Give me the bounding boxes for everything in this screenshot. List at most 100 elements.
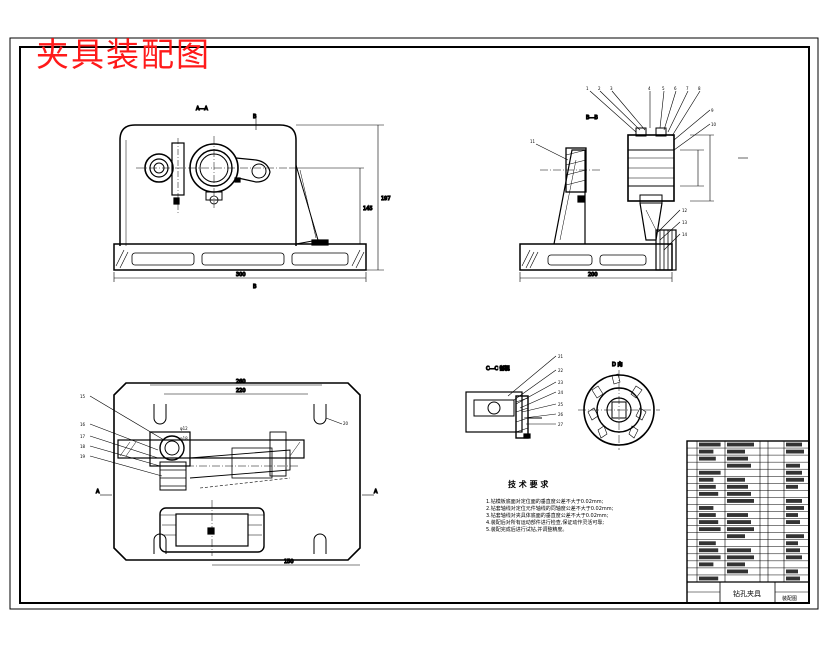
front-view: A—A B	[113, 105, 391, 291]
drawing-title: 夹具装配图	[36, 35, 211, 74]
tech-requirements-heading: 技 术 要 求	[508, 479, 549, 489]
tech-item-1: 1.钻模板底面对定位面的垂直度公差不大于0.02mm;	[486, 498, 604, 505]
bom-cell-marking	[727, 562, 745, 567]
bom-cell-marking	[786, 470, 802, 475]
svg-text:10: 10	[711, 122, 717, 127]
parts-list: 钻孔夹具 装配图	[686, 440, 810, 604]
bom-cell-marking	[699, 484, 716, 489]
bom-cell-marking	[699, 562, 714, 567]
tech-item-4: 4.装配后对所有运动部件进行检查,保证动作灵活可靠;	[486, 519, 604, 526]
bom-cell-marking	[727, 456, 748, 461]
bom-cell-marking	[786, 442, 802, 447]
front-view-mark: B	[253, 114, 257, 120]
bom-cell-marking	[786, 484, 798, 489]
detail-view-label: D 向	[612, 361, 622, 368]
svg-text:6: 6	[674, 86, 677, 91]
svg-text:22: 22	[558, 368, 564, 373]
plan-width-inner-dim: 220	[236, 388, 246, 394]
svg-text:21: 21	[558, 354, 564, 359]
bom-cell-marking	[727, 449, 745, 454]
svg-text:3: 3	[610, 86, 613, 91]
bom-cell-marking	[699, 576, 719, 581]
bom-cell-marking	[727, 513, 748, 517]
inner-border	[19, 46, 810, 604]
bom-cell-marking	[699, 442, 721, 447]
bom-cell-marking	[727, 463, 751, 468]
svg-text:7: 7	[686, 86, 689, 91]
bom-cell-marking	[699, 477, 714, 482]
svg-text:φ18: φ18	[180, 436, 188, 441]
svg-text:11: 11	[530, 139, 536, 144]
bom-cell-marking	[786, 548, 800, 553]
svg-text:2: 2	[598, 86, 601, 91]
svg-text:15: 15	[80, 394, 86, 399]
svg-text:13: 13	[682, 220, 688, 225]
bom-cell-marking	[786, 520, 800, 524]
detail-view-d: D 向	[578, 360, 660, 450]
title-block-code: 装配图	[782, 595, 797, 602]
tech-item-5: 5.装配完成后进行试钻,并调整精度。	[486, 526, 567, 533]
svg-text:14: 14	[682, 232, 688, 237]
outer-border	[9, 37, 819, 610]
title-block-name: 钻孔夹具	[733, 589, 761, 598]
bom-cell-marking	[699, 555, 721, 560]
bom-cell-marking	[727, 569, 748, 574]
front-width-dim: 300	[236, 272, 246, 278]
bom-cell-marking	[699, 541, 716, 546]
bom-cell-marking	[727, 527, 754, 532]
svg-text:24: 24	[558, 390, 564, 395]
svg-text:18: 18	[80, 444, 86, 449]
bom-cell-marking	[699, 548, 719, 553]
plan-width-top-dim: 260	[236, 379, 246, 385]
bom-cell-marking	[727, 477, 745, 482]
svg-text:19: 19	[80, 454, 86, 459]
bom-cell-marking	[727, 548, 751, 553]
bom-cell-marking	[786, 499, 802, 503]
bom-cell-marking	[727, 491, 751, 496]
bom-cell-marking	[786, 477, 804, 482]
svg-text:1: 1	[586, 86, 589, 91]
bom-cell-marking	[786, 506, 804, 510]
bom-cell-marking	[699, 513, 716, 517]
bom-cell-marking	[786, 576, 800, 581]
side-width-dim: 200	[588, 272, 598, 278]
svg-text:25: 25	[558, 402, 564, 407]
bom-cell-marking	[786, 449, 804, 454]
tech-item-3: 3.钻套轴线对夹具体底面的垂直度公差不大于0.02mm;	[486, 512, 609, 519]
side-view: B—B	[519, 86, 748, 282]
svg-text:17: 17	[80, 434, 86, 439]
svg-text:9: 9	[711, 108, 714, 113]
bom-cell-marking	[699, 506, 714, 510]
svg-text:8: 8	[698, 86, 701, 91]
front-center-dim: 145	[363, 206, 373, 212]
bom-cell-marking	[786, 463, 800, 468]
svg-text:5: 5	[662, 86, 665, 91]
bom-cell-marking	[727, 520, 751, 524]
bom-cell-marking	[699, 527, 721, 532]
front-view-mark-bottom: B	[253, 284, 257, 290]
bom-cell-marking	[699, 520, 719, 524]
bom-cell-marking	[727, 442, 754, 447]
svg-text:A: A	[96, 489, 100, 495]
bom-cell-marking	[727, 534, 745, 539]
side-view-label: B—B	[586, 115, 598, 121]
svg-text:26: 26	[558, 412, 564, 417]
bom-cell-marking	[699, 470, 721, 475]
svg-text:12: 12	[682, 208, 688, 213]
bom-cell-marking	[786, 513, 798, 517]
bom-cell-marking	[727, 499, 754, 503]
tech-item-2: 2.钻套轴线对定位元件轴线的同轴度公差不大于0.02mm;	[486, 505, 614, 512]
tech-requirements: 技 术 要 求 1.钻模板底面对定位面的垂直度公差不大于0.02mm; 2.钻套…	[486, 479, 614, 533]
detail-section-label: C—C 剖视	[486, 365, 510, 372]
bom-cell-marking	[786, 555, 802, 560]
bom-cell-marking	[699, 449, 714, 454]
svg-text:φ12: φ12	[180, 426, 188, 431]
bom-cell-marking	[727, 555, 754, 560]
bom-cell-marking	[786, 541, 798, 546]
front-height-dim: 197	[381, 196, 391, 202]
svg-text:A: A	[374, 489, 378, 495]
plan-view: 260 220	[80, 378, 379, 565]
